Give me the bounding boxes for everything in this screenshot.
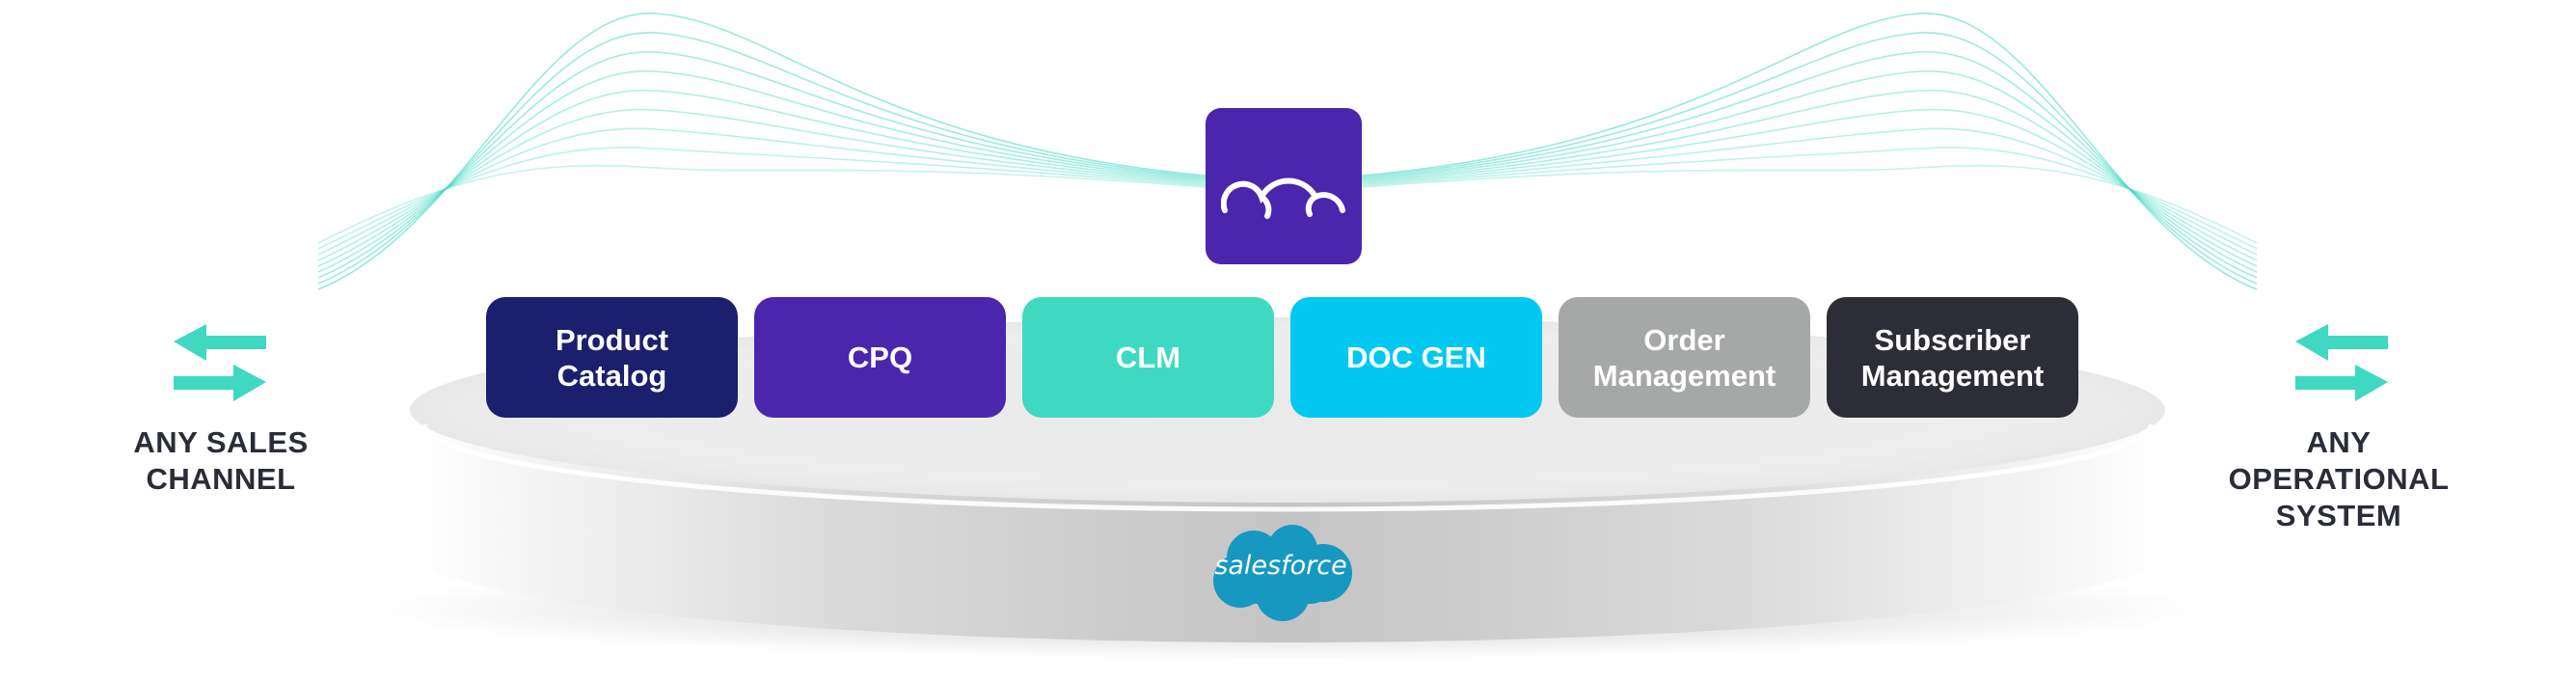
salesforce-logo-text: salesforce [1214, 551, 1347, 581]
left-exchange-arrows-icon [174, 324, 266, 401]
module-clm: CLM [1022, 297, 1274, 418]
flow-line [1361, 147, 2258, 250]
module-label-line: Product [555, 322, 669, 357]
flow-line [317, 70, 1207, 273]
flow-line [1361, 32, 2258, 285]
salesforce-cloud-icon [1213, 525, 1352, 621]
flow-line [317, 32, 1207, 285]
right-label-line: OPERATIONAL [2228, 462, 2450, 496]
flow-line [1361, 89, 2258, 267]
module-doc-gen: DOC GEN [1290, 297, 1542, 418]
right-label-line: SYSTEM [2275, 499, 2402, 532]
right-side-label: ANY OPERATIONAL SYSTEM [2209, 424, 2469, 534]
flow-line [1361, 108, 2258, 261]
flow-line [1361, 164, 2258, 244]
module-label-line: Management [1860, 358, 2045, 393]
flow-line [317, 164, 1207, 244]
flow-line [1361, 127, 2258, 256]
left-side-label: ANY SALES CHANNEL [96, 424, 345, 498]
flow-line [317, 108, 1207, 261]
flow-line [317, 89, 1207, 267]
module-cpq: CPQ [754, 297, 1006, 418]
flow-line [317, 147, 1207, 250]
module-order-management: Order Management [1559, 297, 1810, 418]
left-label-line: ANY SALES [133, 425, 309, 459]
flow-line [1361, 70, 2258, 273]
left-label-line: CHANNEL [146, 462, 296, 496]
module-subscriber-management: Subscriber Management [1827, 297, 2078, 418]
right-label-line: ANY [2306, 425, 2372, 459]
module-label-line: Subscriber [1874, 322, 2031, 357]
module-label-line: Order [1643, 322, 1725, 357]
module-label-line: CPQ [847, 340, 913, 374]
flow-line [317, 51, 1207, 279]
hub-logo-tile [1206, 108, 1362, 264]
cloud-icon [1221, 177, 1345, 219]
module-label-line: CLM [1115, 340, 1181, 374]
module-product-catalog: Product Catalog [486, 297, 738, 418]
module-label-line: Management [1592, 358, 1776, 393]
module-label-line: DOC GEN [1346, 340, 1486, 374]
module-label-line: Catalog [556, 358, 667, 393]
flow-line [1361, 51, 2258, 279]
flow-line [317, 127, 1207, 256]
right-exchange-arrows-icon [2295, 324, 2388, 401]
